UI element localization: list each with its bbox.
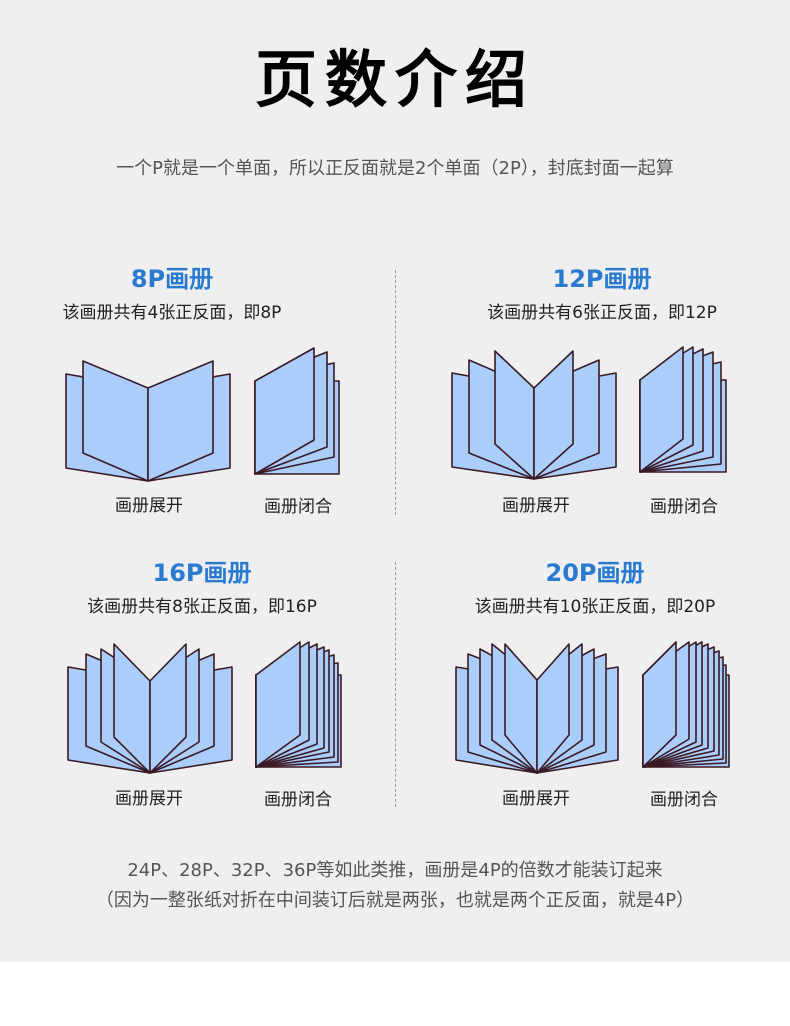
open-book-page-right	[149, 643, 187, 774]
section-description: 该画册共有10张正反面，即20P	[474, 597, 716, 617]
section-20p: 20P画册 该画册共有10张正反面，即20P	[405, 557, 785, 837]
dashed-divider	[395, 270, 396, 515]
closed-book-page	[642, 641, 677, 768]
section-description: 该画册共有6张正反面，即12P	[487, 303, 717, 323]
caption-open: 画册展开	[502, 789, 570, 809]
dashed-divider	[395, 562, 396, 807]
section-title: 16P画册	[152, 559, 252, 587]
closed-book-page	[254, 347, 315, 475]
page-title: 页数介绍	[254, 43, 535, 116]
caption-open: 画册展开	[502, 496, 570, 516]
book-illustrations	[65, 346, 730, 774]
section-title: 20P画册	[545, 559, 645, 587]
section-title: 12P画册	[552, 265, 652, 293]
section-8p: 8P画册 该画册共有4张正反面，即8P	[22, 263, 322, 543]
caption-open: 画册展开	[115, 789, 183, 809]
caption-closed: 画册闭合	[650, 497, 718, 517]
content-panel: 页数介绍 一个P就是一个单面，所以正反面就是2个单面（2P），封底封面一起算 8…	[0, 0, 790, 962]
open-book-page-right	[147, 360, 214, 482]
section-title: 8P画册	[130, 265, 214, 293]
caption-closed: 画册闭合	[264, 497, 332, 517]
closed-book-page	[255, 641, 301, 768]
open-book-page-right	[533, 350, 574, 480]
page-subtitle: 一个P就是一个单面，所以正反面就是2个单面（2P），封底封面一起算	[116, 158, 674, 179]
caption-closed: 画册闭合	[264, 790, 332, 810]
section-description: 该画册共有8张正反面，即16P	[87, 597, 317, 617]
caption-open: 画册展开	[115, 496, 183, 516]
section-description: 该画册共有4张正反面，即8P	[62, 303, 282, 323]
closed-book-page	[639, 346, 684, 473]
caption-closed: 画册闭合	[650, 790, 718, 810]
section-12p: 12P画册 该画册共有6张正反面，即12P	[412, 263, 790, 543]
section-16p: 16P画册 该画册共有8张正反面，即16P	[22, 557, 322, 837]
open-book-page-right	[536, 643, 570, 774]
footer-line-2: （因为一整张纸对折在中间装订后就是两张，也就是两个正反面，就是4P）	[95, 890, 695, 911]
footer-line-1: 24P、28P、32P、36P等如此类推，画册是4P的倍数才能装订起来	[127, 860, 663, 881]
